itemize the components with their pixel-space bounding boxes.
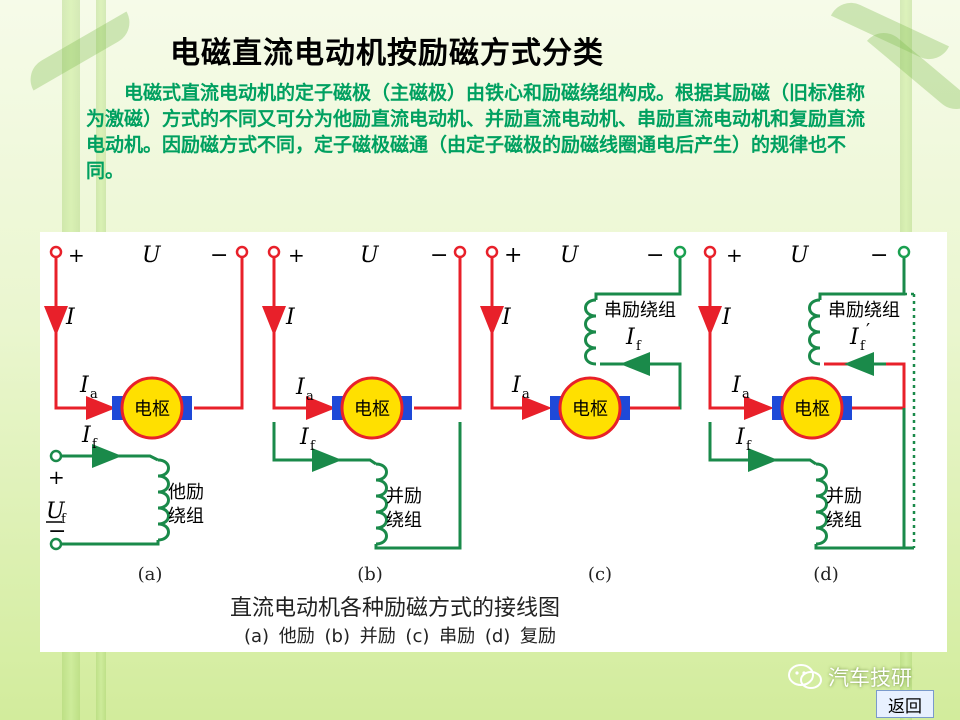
- terminal-plus: +: [504, 243, 522, 268]
- field-current-sub: f: [860, 339, 866, 354]
- armature-current-sub: a: [522, 387, 530, 402]
- armature-current-label: I: [295, 375, 306, 400]
- shunt-winding-label-2: 绕组: [386, 510, 422, 531]
- watermark-brand: 汽车技研: [828, 666, 912, 690]
- terminal-minus: −: [210, 243, 228, 268]
- armature-label: 电枢: [354, 399, 390, 420]
- terminal-minus: −: [430, 243, 448, 268]
- panel-label-a: (a): [138, 564, 163, 585]
- diagram-d: 电枢 串励绕组 I f ′ 并励 绕组 + U − I I a I f (d): [698, 243, 916, 585]
- diagram-a: 电枢 + U f − 他励 绕组 + U − I I a I f (a): [44, 243, 249, 585]
- field-prime: ′: [866, 320, 870, 341]
- diagram-caption: 直流电动机各种励磁方式的接线图: [230, 596, 561, 621]
- panel-label-c: (c): [588, 564, 612, 585]
- field-current-sub: f: [310, 439, 316, 454]
- armature-current-sub: a: [90, 387, 98, 402]
- series-winding-label: 串励绕组: [604, 300, 676, 321]
- armature-current-label: I: [79, 373, 90, 398]
- field-current-label: I: [735, 425, 746, 450]
- uf-plus: +: [48, 465, 65, 489]
- armature-current-label: I: [731, 373, 742, 398]
- terminal-minus: −: [870, 243, 888, 268]
- voltage-label: U: [560, 243, 580, 268]
- current-label: I: [501, 305, 512, 330]
- voltage-label: U: [790, 243, 810, 268]
- field-current-label: I: [625, 325, 636, 350]
- bamboo-leaf: [22, 11, 138, 91]
- shunt-winding-label-2: 绕组: [826, 510, 862, 531]
- panel-label-d: (d): [813, 564, 839, 585]
- armature-current-label: I: [511, 373, 522, 398]
- terminal-minus: −: [646, 243, 664, 268]
- uf-minus: −: [48, 519, 66, 544]
- armature-label: 电枢: [794, 399, 830, 420]
- separate-winding-label-2: 绕组: [168, 506, 204, 527]
- field-current-label: I: [849, 325, 860, 350]
- voltage-label: U: [142, 243, 162, 268]
- separate-winding-label-1: 他励: [168, 482, 204, 503]
- diagram-panel: 电枢 + U f − 他励 绕组 + U − I I a I f (a) 电枢: [40, 232, 947, 652]
- terminal-plus: +: [68, 243, 85, 267]
- field-current-sub: f: [92, 437, 98, 452]
- panel-label-b: (b): [357, 564, 383, 585]
- field-current-label: I: [299, 425, 310, 450]
- wechat-icon: [788, 664, 822, 689]
- current-label: I: [285, 305, 296, 330]
- armature-current-sub: a: [742, 387, 750, 402]
- shunt-winding-label-1: 并励: [826, 486, 862, 507]
- field-current-sub: f: [636, 339, 642, 354]
- terminal-plus: +: [726, 243, 743, 267]
- field-current-label: I: [81, 423, 92, 448]
- diagram-c: 电枢 串励绕组 I f + U − I I a (c): [480, 243, 687, 585]
- wiring-diagram: 电枢 + U f − 他励 绕组 + U − I I a I f (a) 电枢: [44, 243, 916, 585]
- intro-paragraph: 电磁式直流电动机的定子磁极（主磁极）由铁心和励磁绕组构成。根据其励磁（旧标准称为…: [86, 82, 866, 182]
- diagram-subcaption: (a) 他励 (b) 并励 (c) 串励 (d) 复励: [244, 626, 557, 647]
- voltage-label: U: [360, 243, 380, 268]
- armature-label: 电枢: [134, 399, 170, 420]
- current-label: I: [65, 305, 76, 330]
- current-label: I: [721, 305, 732, 330]
- terminal-plus: +: [288, 243, 305, 267]
- back-button[interactable]: 返回: [876, 690, 934, 718]
- armature-current-sub: a: [306, 389, 314, 404]
- page-title: 电磁直流电动机按励磁方式分类: [170, 36, 604, 71]
- field-current-sub: f: [746, 439, 752, 454]
- uf-sub: f: [61, 512, 67, 527]
- uf-label: U: [46, 499, 66, 524]
- series-winding-label: 串励绕组: [828, 300, 900, 321]
- armature-label: 电枢: [572, 399, 608, 420]
- shunt-winding-label-1: 并励: [386, 486, 422, 507]
- watermark: 汽车技研: [788, 662, 912, 692]
- diagram-b: 电枢 并励 绕组 + U − I I a I f (b): [262, 243, 467, 585]
